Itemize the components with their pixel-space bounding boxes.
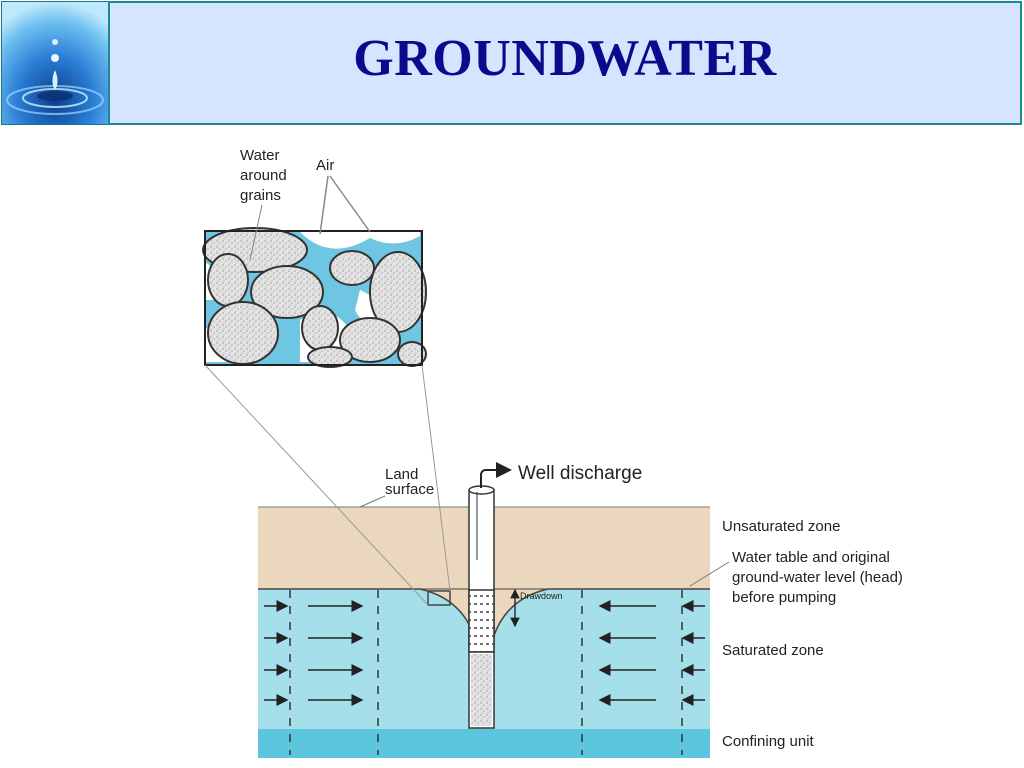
well-screen-upper <box>468 589 495 653</box>
air-label: Air <box>316 157 371 235</box>
saturated-zone-label: Saturated zone <box>722 642 824 659</box>
sand-grains <box>202 227 427 368</box>
inset-leader-lines <box>204 364 451 606</box>
svg-text:surface: surface <box>385 481 434 498</box>
svg-text:ground-water level (head): ground-water level (head) <box>732 569 903 586</box>
water-table-label: Water table and original ground-water le… <box>689 549 903 606</box>
water-drop-logo <box>1 1 109 125</box>
svg-text:around: around <box>240 167 287 184</box>
land-surface-label: Land surface <box>359 466 434 508</box>
svg-text:Water table and original: Water table and original <box>732 549 890 566</box>
well <box>468 462 512 729</box>
water-drop-icon <box>2 2 108 124</box>
water-around-grains-label: Water around grains <box>240 147 287 261</box>
unsaturated-zone-label: Unsaturated zone <box>722 518 840 535</box>
discharge-arrow <box>480 462 512 488</box>
title-bar: GROUNDWATER <box>108 1 1022 125</box>
confining-unit-label: Confining unit <box>722 733 815 750</box>
grain-inset <box>202 227 427 368</box>
svg-text:Land: Land <box>385 466 418 483</box>
confining-unit <box>258 729 710 758</box>
svg-text:Water: Water <box>240 147 279 164</box>
well-discharge-label: Well discharge <box>518 463 642 484</box>
page-title: GROUNDWATER <box>353 30 777 87</box>
svg-text:grains: grains <box>240 187 281 204</box>
drawdown-marker: Drawdown <box>510 588 563 628</box>
inset-location-box <box>427 590 451 606</box>
svg-text:before pumping: before pumping <box>732 589 836 606</box>
header: GROUNDWATER <box>0 0 1024 126</box>
svg-text:Air: Air <box>316 157 334 174</box>
svg-text:Drawdown: Drawdown <box>520 591 563 601</box>
flow-arrows <box>264 600 705 706</box>
